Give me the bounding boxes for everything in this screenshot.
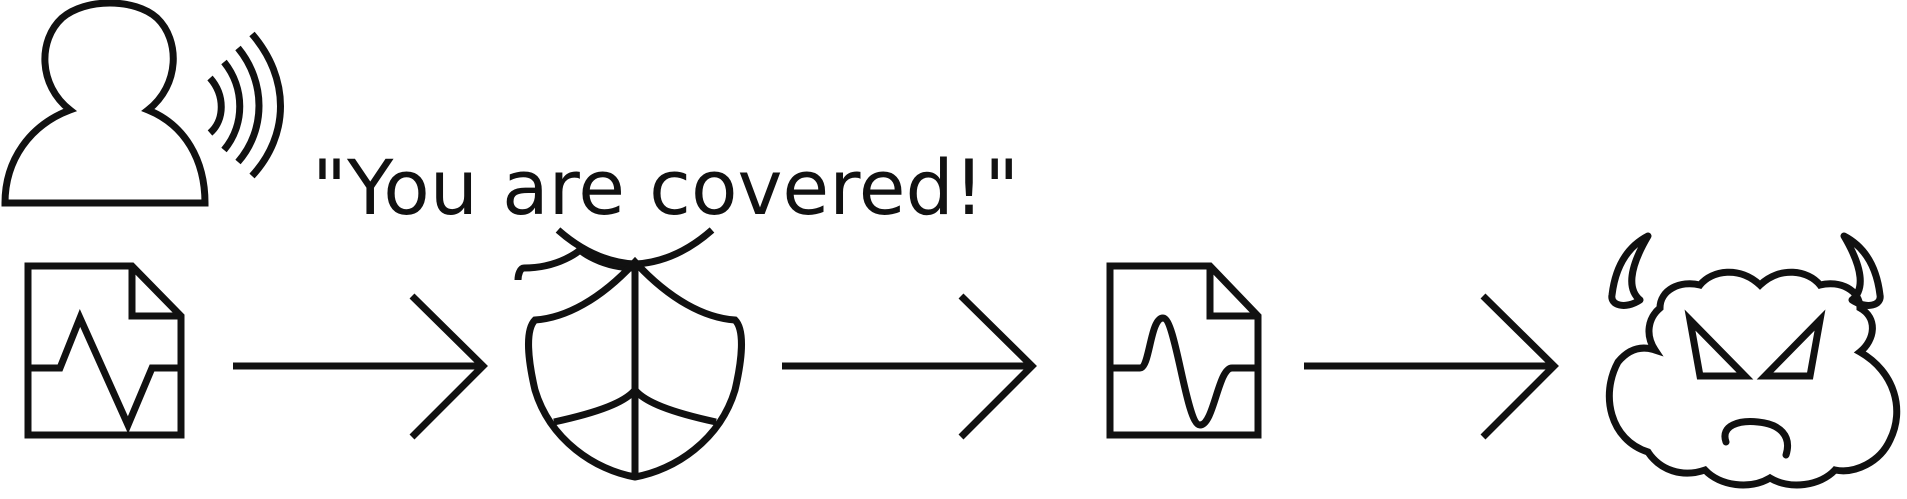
arrow-right-3 — [1304, 293, 1559, 440]
speech-caption: "You are covered!" — [312, 143, 1020, 232]
angry-devil-cloud-icon — [1605, 232, 1901, 489]
arrow-right-1 — [233, 293, 488, 440]
speaking-person-icon — [1, 0, 209, 207]
arrow-right-2 — [782, 293, 1037, 440]
sound-waves-icon — [207, 31, 284, 179]
shield-icon — [514, 227, 745, 481]
noisy-signal-document-icon — [24, 262, 185, 439]
clean-signal-document-icon — [1106, 262, 1262, 439]
